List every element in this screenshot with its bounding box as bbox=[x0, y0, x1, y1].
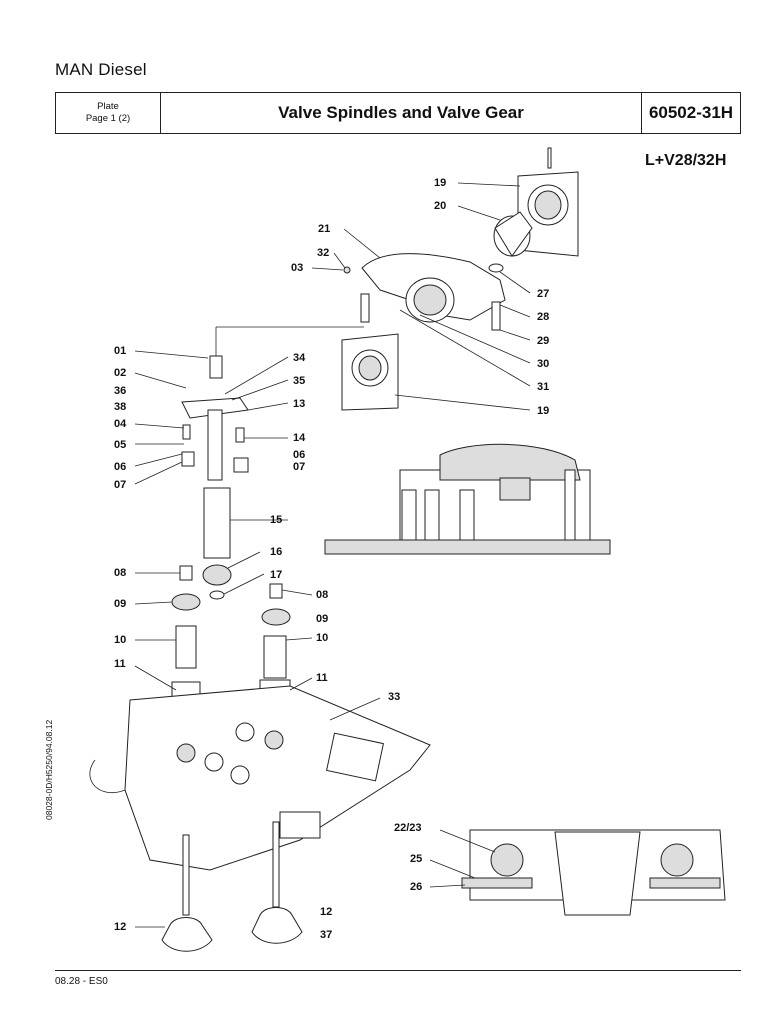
title-block: Plate Page 1 (2) Valve Spindles and Valv… bbox=[55, 92, 741, 134]
footer-divider bbox=[55, 970, 741, 971]
part-label: 33 bbox=[388, 691, 400, 703]
part-label: 11 bbox=[114, 658, 126, 670]
part-label: 06 bbox=[114, 461, 126, 473]
part-label: 22/23 bbox=[394, 822, 422, 834]
engine-type: L+V28/32H bbox=[645, 152, 727, 169]
valve-spindles-drawing bbox=[161, 821, 303, 952]
part-label: 06 bbox=[293, 449, 305, 461]
part-label: 09 bbox=[114, 598, 126, 610]
part-label: 10 bbox=[114, 634, 126, 646]
part-label: 19 bbox=[434, 177, 446, 189]
part-label: 15 bbox=[270, 514, 282, 526]
part-label: 35 bbox=[293, 375, 305, 387]
part-label: 28 bbox=[537, 311, 549, 323]
plate-code: 60502-31H bbox=[641, 93, 740, 133]
part-label: 09 bbox=[316, 613, 328, 625]
part-labels: 19 20 21 32 03 27 28 29 30 31 19 01 02 3… bbox=[114, 177, 549, 941]
part-label: 25 bbox=[410, 853, 422, 865]
plate-cell: Plate Page 1 (2) bbox=[56, 93, 161, 133]
part-label: 17 bbox=[270, 569, 282, 581]
part-label: 27 bbox=[537, 288, 549, 300]
part-label: 19 bbox=[537, 405, 549, 417]
part-label: 20 bbox=[434, 200, 446, 212]
valve-bridge-drawing bbox=[181, 355, 249, 481]
part-label: 07 bbox=[293, 461, 305, 473]
part-label: 07 bbox=[114, 479, 126, 491]
part-label: 14 bbox=[293, 432, 306, 444]
part-label: 34 bbox=[293, 352, 306, 364]
cylinder-head-drawing bbox=[89, 685, 431, 871]
lower-bracket-drawing bbox=[341, 333, 399, 411]
part-label: 37 bbox=[320, 929, 332, 941]
document-title: Valve Spindles and Valve Gear bbox=[278, 103, 524, 122]
rocker-arm-drawing bbox=[343, 253, 506, 331]
leader-lines bbox=[134, 182, 531, 928]
part-label: 12 bbox=[114, 921, 126, 933]
part-label: 11 bbox=[316, 672, 328, 684]
part-label: 21 bbox=[318, 223, 330, 235]
part-label: 04 bbox=[114, 418, 127, 430]
part-label: 36 bbox=[114, 385, 126, 397]
part-label: 13 bbox=[293, 398, 305, 410]
part-label: 10 bbox=[316, 632, 328, 644]
part-label: 01 bbox=[114, 345, 126, 357]
part-label: 29 bbox=[537, 335, 549, 347]
rocker-bracket-drawing bbox=[493, 147, 579, 257]
part-label: 08 bbox=[316, 589, 328, 601]
plate-label: Plate bbox=[97, 101, 119, 112]
brand-name: MAN Diesel bbox=[55, 60, 147, 79]
part-label: 08 bbox=[114, 567, 126, 579]
valve-seat-section-drawing bbox=[461, 829, 726, 916]
part-label: 03 bbox=[291, 262, 303, 274]
document-side-code: 08028-0D/H5250/94.08.12 bbox=[44, 719, 54, 820]
part-label: 32 bbox=[317, 247, 329, 259]
part-label: 02 bbox=[114, 367, 126, 379]
part-label: 26 bbox=[410, 881, 422, 893]
revision-code: 08.28 - ES0 bbox=[55, 976, 108, 987]
part-label: 31 bbox=[537, 381, 549, 393]
part-label: 38 bbox=[114, 401, 126, 413]
part-label: 12 bbox=[320, 906, 332, 918]
part-label: 16 bbox=[270, 546, 282, 558]
part-label: 30 bbox=[537, 358, 549, 370]
page-label: Page 1 (2) bbox=[85, 113, 131, 124]
part-label: 05 bbox=[114, 439, 126, 451]
section-view-drawing bbox=[324, 443, 611, 555]
